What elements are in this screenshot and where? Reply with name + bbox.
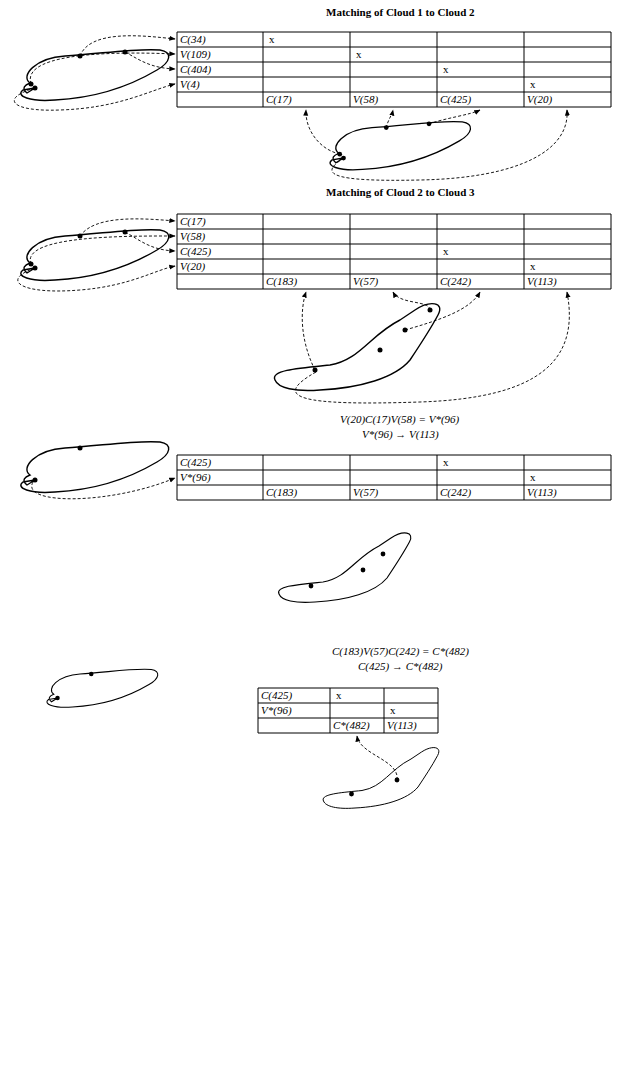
grid-line [177, 470, 611, 471]
grid-line [177, 259, 611, 260]
table-cell: V(20) [527, 93, 552, 106]
table-cell: C(183) [266, 486, 297, 499]
match-mark: x [530, 78, 536, 91]
table-cell: V(4) [180, 78, 200, 91]
match-mark: x [443, 245, 449, 258]
grid-line [258, 733, 438, 734]
table-cell: V(20) [180, 260, 205, 273]
match-arrow [357, 736, 397, 780]
grid-line [258, 718, 438, 719]
table-cell: C*(482) [333, 719, 370, 732]
table-cell: V*(96) [261, 704, 292, 717]
grid-line [524, 455, 525, 500]
grid-line [177, 485, 611, 486]
grid-line [330, 688, 331, 733]
grid-line [177, 32, 178, 107]
match-mark: x [443, 456, 449, 469]
match-mark: x [269, 33, 275, 46]
table-cell: V(113) [387, 719, 417, 732]
grid-line [263, 32, 264, 107]
grid-line [524, 214, 525, 289]
grid-line [177, 32, 611, 33]
table-cell: V(113) [527, 275, 557, 288]
grid-line [384, 688, 385, 733]
table-cell: C(242) [440, 486, 471, 499]
grid-line [177, 77, 611, 78]
grid-line [350, 214, 351, 289]
table-cell: C(17) [180, 215, 206, 228]
match-mark: x [530, 471, 536, 484]
grid-line [611, 32, 612, 107]
grid-line [177, 455, 611, 456]
section-title: Matching of Cloud 2 to Cloud 3 [326, 186, 475, 199]
grid-line [177, 62, 611, 63]
table-cell: C(34) [180, 33, 206, 46]
grid-line [258, 688, 259, 733]
table-cell: C(425) [180, 456, 211, 469]
grid-line [177, 214, 178, 289]
table-cell: V(58) [180, 230, 205, 243]
table-cell: C(404) [180, 63, 211, 76]
grid-line [263, 455, 264, 500]
grid-line [263, 214, 264, 289]
match-mark: x [336, 689, 342, 702]
grid-line [258, 703, 438, 704]
grid-line [438, 688, 439, 733]
equation: V(20)C(17)V(58) = V*(96) [340, 413, 459, 426]
equation: C(425) → C*(482) [358, 660, 442, 673]
grid-line [437, 32, 438, 107]
point-cloud [47, 669, 158, 707]
grid-line [177, 244, 611, 245]
equation: V*(96) → V(113) [362, 428, 439, 441]
match-arrow [18, 219, 570, 403]
grid-line [350, 455, 351, 500]
point-cloud [330, 121, 470, 169]
grid-line [177, 214, 611, 215]
table-cell: V(57) [353, 486, 378, 499]
table-cell: V(109) [180, 48, 211, 61]
table-cell: C(242) [440, 275, 471, 288]
table-cell: V*(96) [180, 471, 211, 484]
equation: C(183)V(57)C(242) = C*(482) [332, 645, 469, 658]
match-mark: x [530, 260, 536, 273]
point-cloud [323, 748, 439, 809]
point-cloud [21, 230, 169, 281]
match-arrow [32, 478, 175, 499]
point-cloud [274, 304, 439, 391]
grid-line [350, 32, 351, 107]
table-cell: C(425) [261, 689, 292, 702]
point-cloud [279, 533, 411, 602]
table-cell: C(183) [266, 275, 297, 288]
table-cell: V(113) [527, 486, 557, 499]
grid-line [177, 289, 611, 290]
point-cloud [21, 50, 169, 101]
grid-line [611, 214, 612, 289]
grid-line [177, 107, 611, 108]
section-title: Matching of Cloud 1 to Cloud 2 [326, 6, 475, 19]
grid-line [437, 214, 438, 289]
table-cell: C(425) [440, 93, 471, 106]
grid-line [258, 688, 438, 689]
table-cell: V(58) [353, 93, 378, 106]
point-cloud [21, 442, 169, 493]
grid-line [177, 455, 178, 500]
table-cell: V(57) [353, 275, 378, 288]
table-cell: C(17) [266, 93, 292, 106]
grid-line [177, 274, 611, 275]
match-mark: x [356, 48, 362, 61]
table-cell: C(425) [180, 245, 211, 258]
match-arrow [14, 36, 567, 181]
table-grid [177, 32, 611, 733]
grid-line [524, 32, 525, 107]
grid-line [177, 500, 611, 501]
match-mark: x [390, 704, 396, 717]
grid-line [611, 455, 612, 500]
grid-line [177, 229, 611, 230]
grid-line [177, 92, 611, 93]
grid-line [177, 47, 611, 48]
grid-line [437, 455, 438, 500]
match-mark: x [443, 63, 449, 76]
